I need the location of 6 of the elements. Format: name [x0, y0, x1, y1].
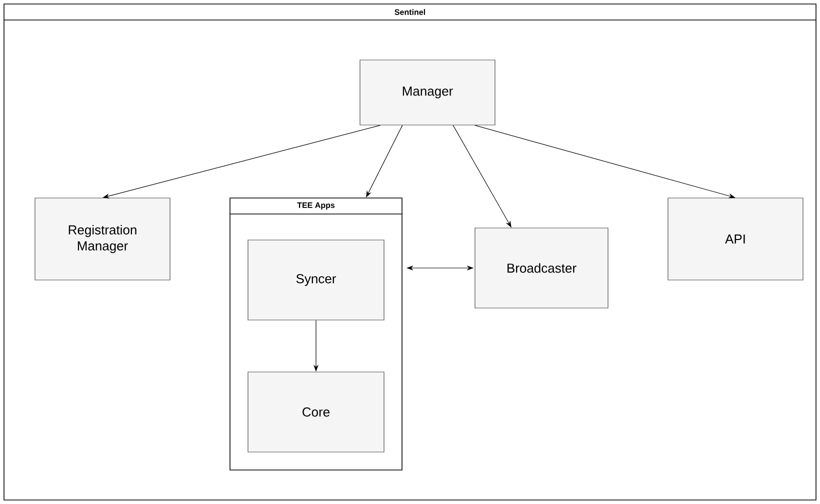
process-box: Syncer: [248, 240, 384, 320]
process-box: API: [668, 198, 804, 280]
process-box: Core: [248, 372, 384, 452]
process-box: Registration Manager: [34, 198, 170, 280]
process-box: Broadcaster: [474, 228, 608, 308]
process-box: Manager: [360, 60, 496, 126]
